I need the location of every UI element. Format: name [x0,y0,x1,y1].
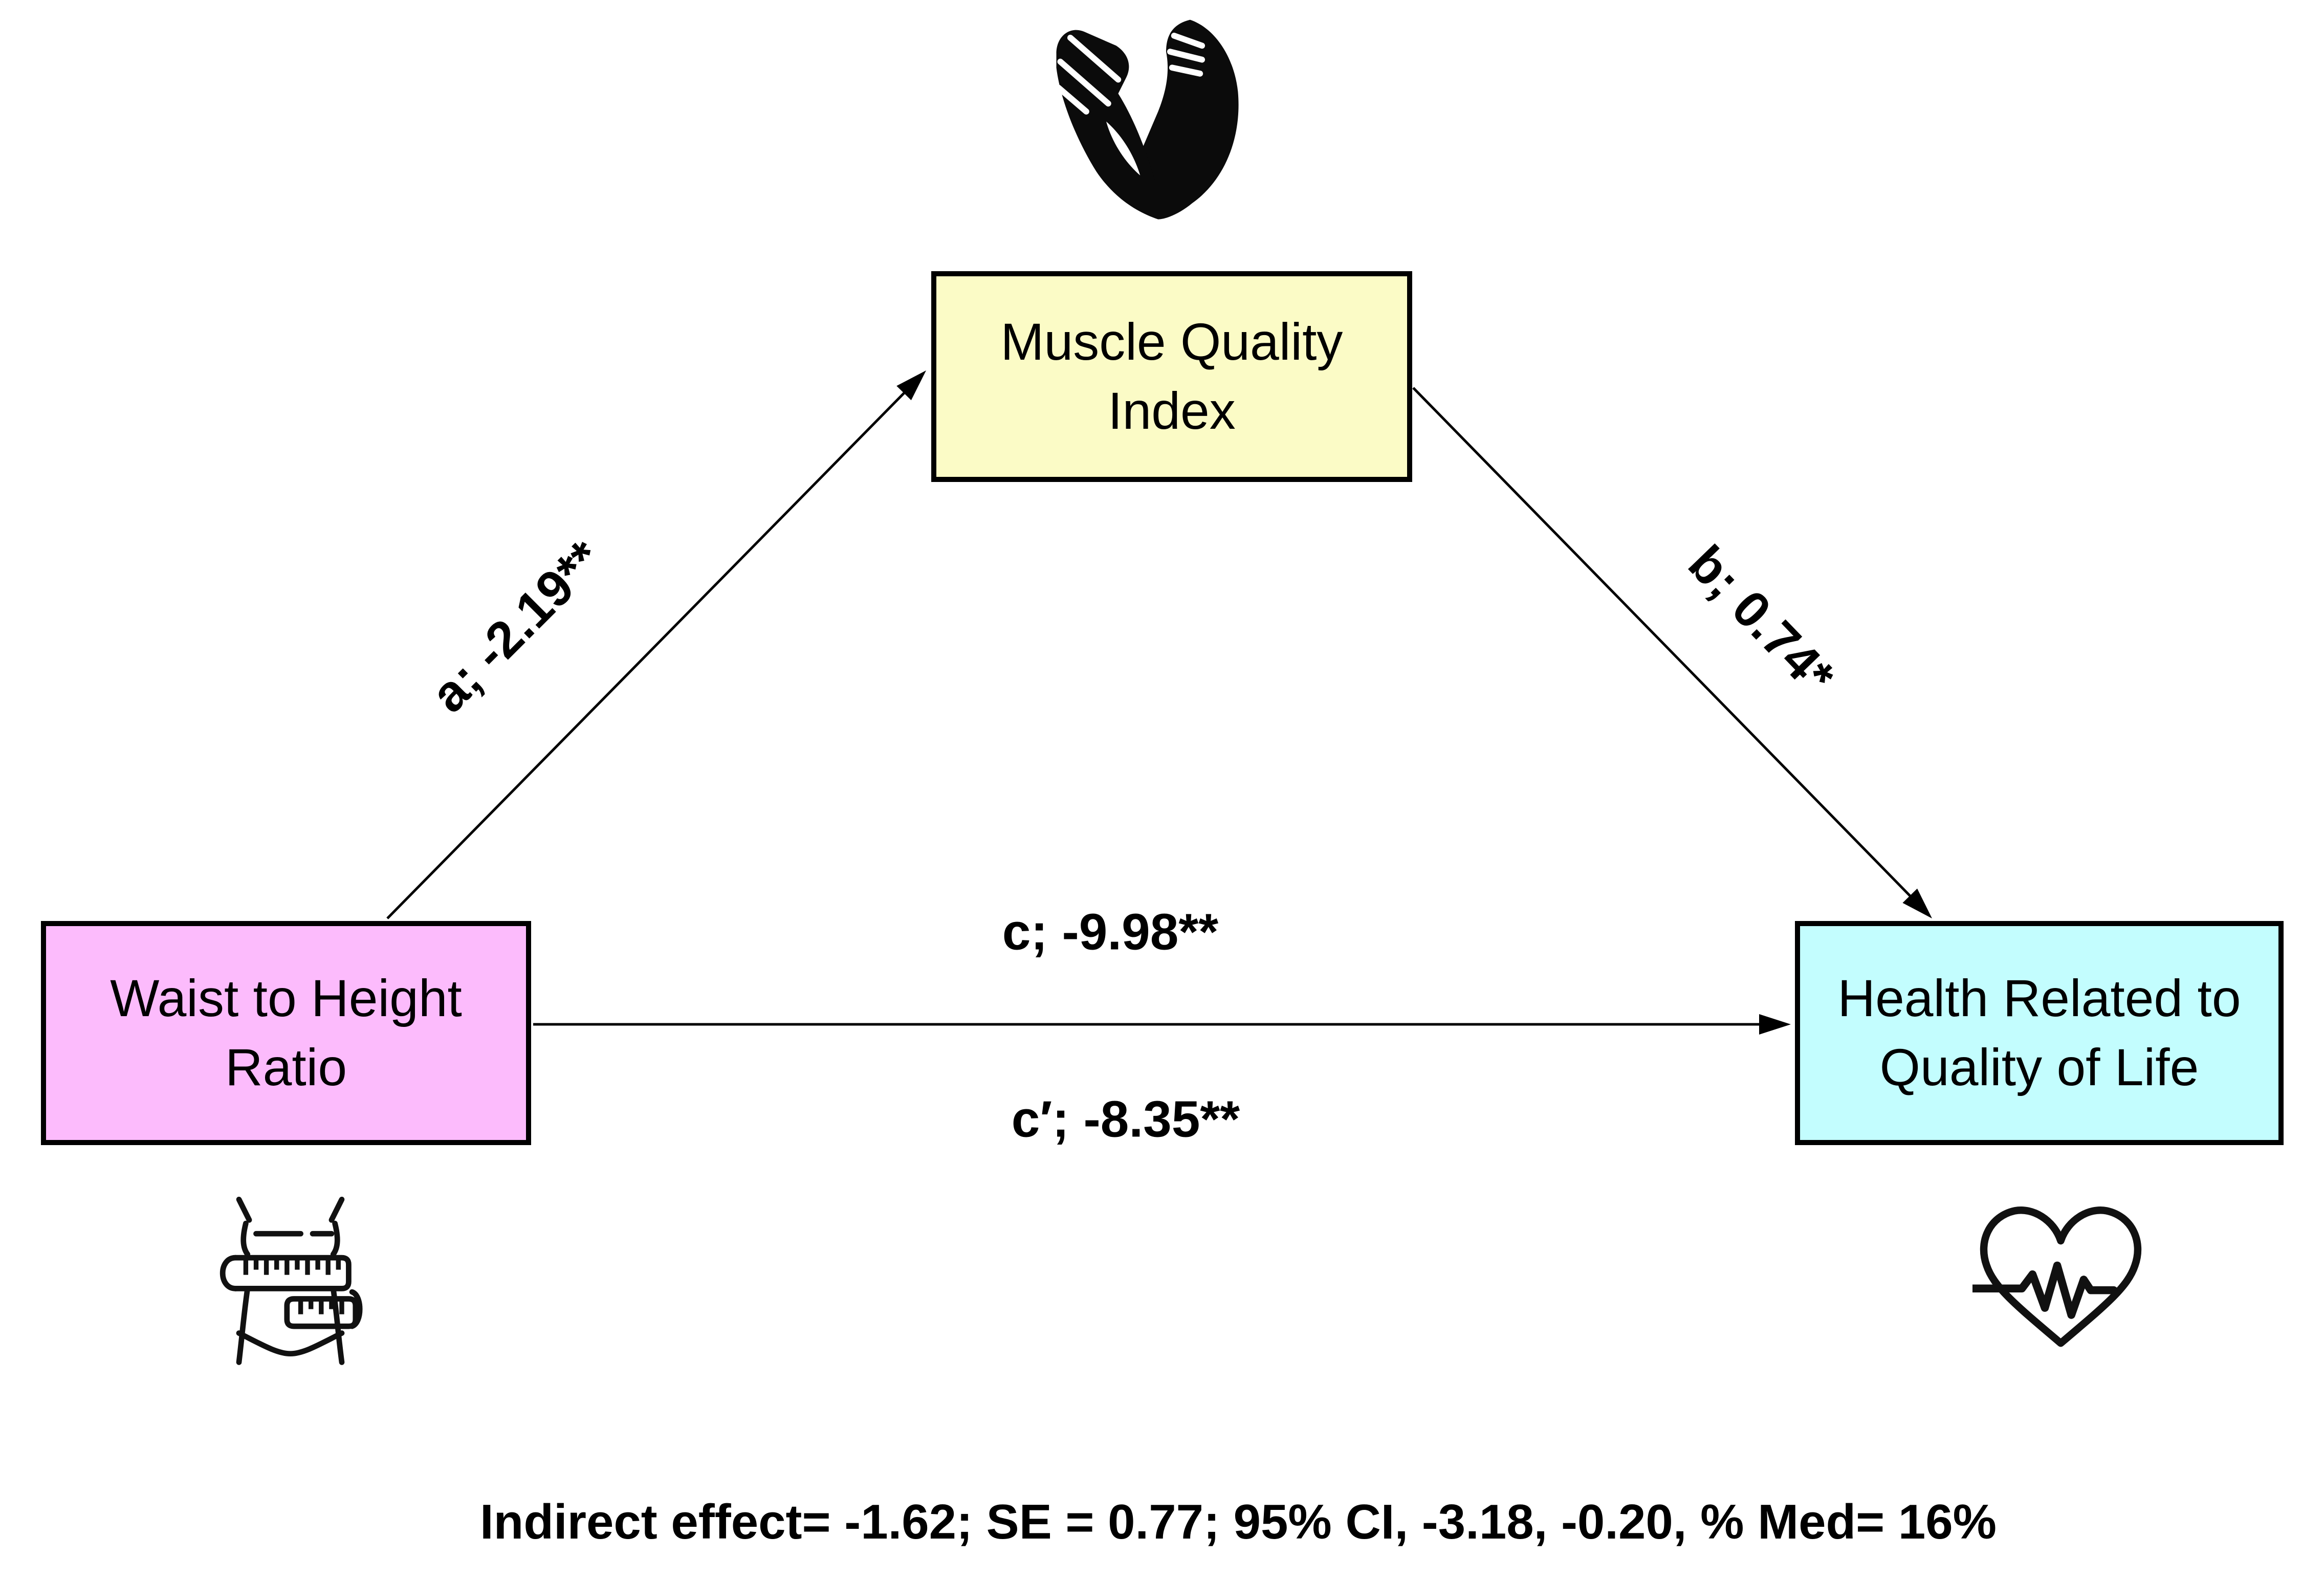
heart-pulse-icon [1968,1197,2149,1358]
path-b-arrowhead [1902,888,1932,918]
outcome-box: Health Related to Quality of Life [1795,921,2284,1145]
outcome-box-label: Health Related to Quality of Life [1837,969,2241,1096]
flexed-biceps-icon [1046,10,1246,233]
mediator-box: Muscle Quality Index [931,271,1412,482]
path-b-line [1412,387,1913,898]
predictor-box-label: Waist to Height Ratio [110,969,462,1096]
path-c-label: c; -9.98** [1002,903,1219,961]
mediator-box-label: Muscle Quality Index [1000,313,1343,440]
path-a-line [386,390,907,919]
waist-measuring-tape-icon [205,1192,376,1371]
predictor-box: Waist to Height Ratio [41,921,531,1145]
path-a-arrowhead [896,370,926,401]
path-c-arrowhead [1759,1014,1791,1035]
indirect-effect-note: Indirect effect= -1.62; SE = 0.77; 95% C… [480,1495,1997,1549]
path-c-prime-label: c′; -8.35** [1011,1090,1240,1148]
